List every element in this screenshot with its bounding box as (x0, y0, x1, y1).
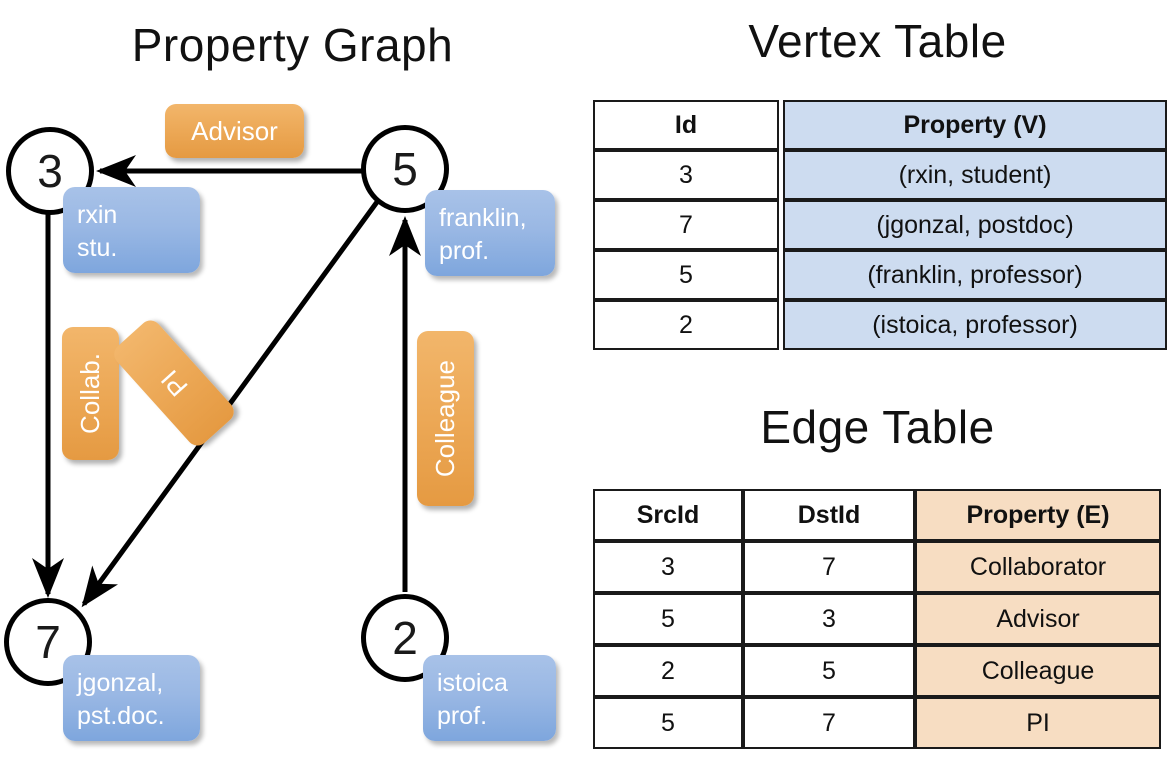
table-row: 2 5 Colleague (593, 645, 1161, 697)
graph-node-5[interactable]: 5 (361, 125, 449, 213)
edge-row-0-property: Collaborator (915, 541, 1161, 593)
vertex-property-2-role: prof. (437, 702, 488, 730)
edge-row-2-src: 2 (593, 645, 743, 697)
vertex-row-1-id: 7 (593, 200, 779, 250)
vertex-row-2-property: (franklin, professor) (783, 250, 1167, 300)
graph-node-2[interactable]: 2 (361, 594, 449, 682)
edge-row-0-src: 3 (593, 541, 743, 593)
vertex-table-header-property: Property (V) (783, 100, 1167, 150)
vertex-property-2-name: istoica (437, 669, 508, 697)
vertex-property-3-name: rxin (77, 201, 118, 229)
graph-node-3-label: 3 (37, 145, 63, 197)
table-row: 3 (rxin, student) (593, 150, 1167, 200)
vertex-row-1-property: (jgonzal, postdoc) (783, 200, 1167, 250)
edge-row-2-property: Colleague (915, 645, 1161, 697)
vertex-table-header-row: Id Property (V) (593, 100, 1167, 150)
edge-row-3-property: PI (915, 697, 1161, 749)
edge-label-colleague-text: Colleague (430, 359, 460, 478)
vertex-property-7-role: pst.doc. (77, 702, 165, 730)
edge-row-3-src: 5 (593, 697, 743, 749)
edge-row-3-dst: 7 (743, 697, 915, 749)
edge-row-1-property: Advisor (915, 593, 1161, 645)
graph-node-2-label: 2 (392, 612, 418, 664)
edge-label-colleague: Colleague (417, 331, 474, 506)
table-row: 5 3 Advisor (593, 593, 1161, 645)
vertex-property-box-3: rxin stu. (63, 187, 200, 273)
vertex-property-box-2: istoica prof. (423, 655, 556, 741)
edge-table-header-row: SrcId DstId Property (E) (593, 489, 1161, 541)
edge-table-header-srcid: SrcId (593, 489, 743, 541)
table-row: 2 (istoica, professor) (593, 300, 1167, 350)
vertex-row-2-id: 5 (593, 250, 779, 300)
vertex-property-5-name: franklin, (439, 204, 527, 232)
vertex-row-0-id: 3 (593, 150, 779, 200)
page-title-edge-table: Edge Table (760, 401, 995, 453)
vertex-property-7-name: jgonzal, (77, 669, 164, 697)
graph-node-7-label: 7 (35, 616, 61, 668)
property-graph-panel: 3 5 7 2 rxin stu. franklin, prof. jgonza… (4, 104, 556, 741)
vertex-table: Id Property (V) 3 (rxin, student) 7 (jgo… (593, 100, 1167, 350)
edge-table: SrcId DstId Property (E) 3 7 Collaborato… (593, 489, 1161, 749)
vertex-row-3-id: 2 (593, 300, 779, 350)
vertex-row-0-property: (rxin, student) (783, 150, 1167, 200)
edge-label-collab-text: Collab. (75, 353, 105, 434)
vertex-property-box-7: jgonzal, pst.doc. (63, 655, 200, 741)
vertex-property-box-5: franklin, prof. (425, 190, 555, 276)
edge-label-advisor: Advisor (165, 104, 304, 158)
vertex-property-3-role: stu. (77, 234, 118, 262)
edge-row-1-dst: 3 (743, 593, 915, 645)
edge-row-1-src: 5 (593, 593, 743, 645)
edge-row-2-dst: 5 (743, 645, 915, 697)
table-row: 5 (franklin, professor) (593, 250, 1167, 300)
edge-table-header-dstid: DstId (743, 489, 915, 541)
edge-row-0-dst: 7 (743, 541, 915, 593)
page-title-vertex-table: Vertex Table (748, 15, 1007, 67)
vertex-property-5-role: prof. (439, 237, 490, 265)
table-row: 7 (jgonzal, postdoc) (593, 200, 1167, 250)
edge-table-header-property: Property (E) (915, 489, 1161, 541)
table-row: 3 7 Collaborator (593, 541, 1161, 593)
vertex-table-header-id: Id (593, 100, 779, 150)
vertex-row-3-property: (istoica, professor) (783, 300, 1167, 350)
graph-node-5-label: 5 (392, 143, 418, 195)
edge-label-advisor-text: Advisor (191, 115, 278, 146)
table-row: 5 7 PI (593, 697, 1161, 749)
edge-label-collab: Collab. (62, 327, 119, 460)
page-title-property-graph: Property Graph (131, 19, 454, 71)
edge-label-pi-text: PI (154, 364, 193, 403)
